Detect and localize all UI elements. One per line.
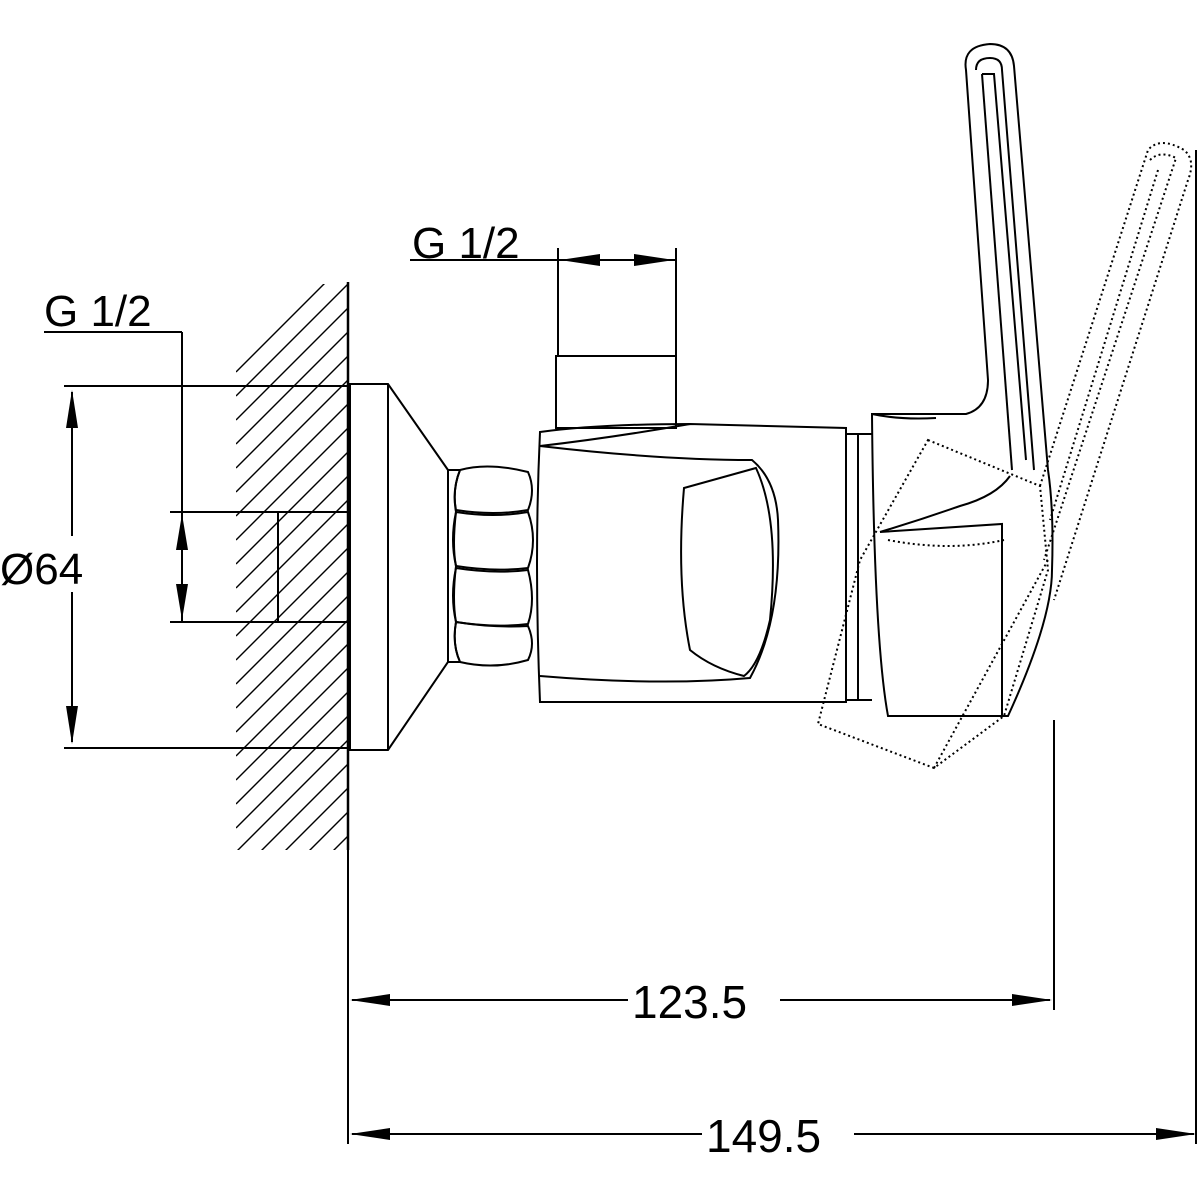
- hatch-line: [236, 715, 348, 829]
- wall-nipple: [277, 511, 349, 623]
- body-length-label: 123.5: [632, 976, 747, 1028]
- hatch-line: [236, 355, 348, 469]
- hatch-line: [309, 811, 348, 850]
- hatch-line: [333, 835, 348, 850]
- hatch-line: [236, 619, 348, 733]
- hatch-line: [236, 884, 348, 996]
- dimension-body-length: [347, 720, 1055, 1010]
- hatch-line: [236, 571, 348, 685]
- hatch-line: [236, 643, 348, 757]
- hatch-line: [261, 763, 348, 850]
- hatch-line: [236, 932, 348, 1044]
- hatch-line: [236, 956, 348, 1068]
- hex-nut: [447, 465, 534, 667]
- hatch-line: [236, 475, 348, 589]
- wall-hatching: [236, 284, 348, 1092]
- hatch-line: [236, 331, 348, 445]
- hatch-line: [236, 284, 348, 397]
- hatch-line: [236, 908, 348, 1020]
- hatch-line: [236, 379, 348, 493]
- hatch-line: [236, 451, 348, 565]
- top-outlet-stub: [555, 355, 677, 429]
- mixer-body: [536, 422, 872, 703]
- hatch-line: [236, 667, 348, 781]
- hatch-line: [236, 403, 348, 517]
- hatch-line: [236, 307, 348, 421]
- hatch-line: [236, 860, 348, 972]
- dimension-total-length: [347, 150, 1197, 1144]
- lever-handle-alternate-position: [816, 142, 1193, 770]
- hatch-line: [236, 595, 348, 709]
- thread-left-label: G 1/2: [44, 287, 152, 336]
- hatch-line: [236, 427, 348, 541]
- diameter-label: Ø64: [0, 545, 83, 594]
- hatch-line: [236, 284, 325, 373]
- cover-plate: [349, 383, 449, 751]
- hatch-line: [236, 499, 348, 613]
- hatch-line: [236, 980, 348, 1092]
- dimension-thread-top: [410, 248, 677, 356]
- hatch-line: [236, 547, 348, 661]
- dimension-thread-left: [44, 331, 278, 623]
- hatch-line: [236, 523, 348, 637]
- lever-handle: [870, 42, 1054, 717]
- total-length-label: 149.5: [706, 1110, 821, 1162]
- dimension-diameter: [64, 385, 350, 749]
- hatch-line: [285, 787, 348, 850]
- hatch-line: [237, 739, 348, 850]
- thread-top-label: G 1/2: [412, 219, 520, 268]
